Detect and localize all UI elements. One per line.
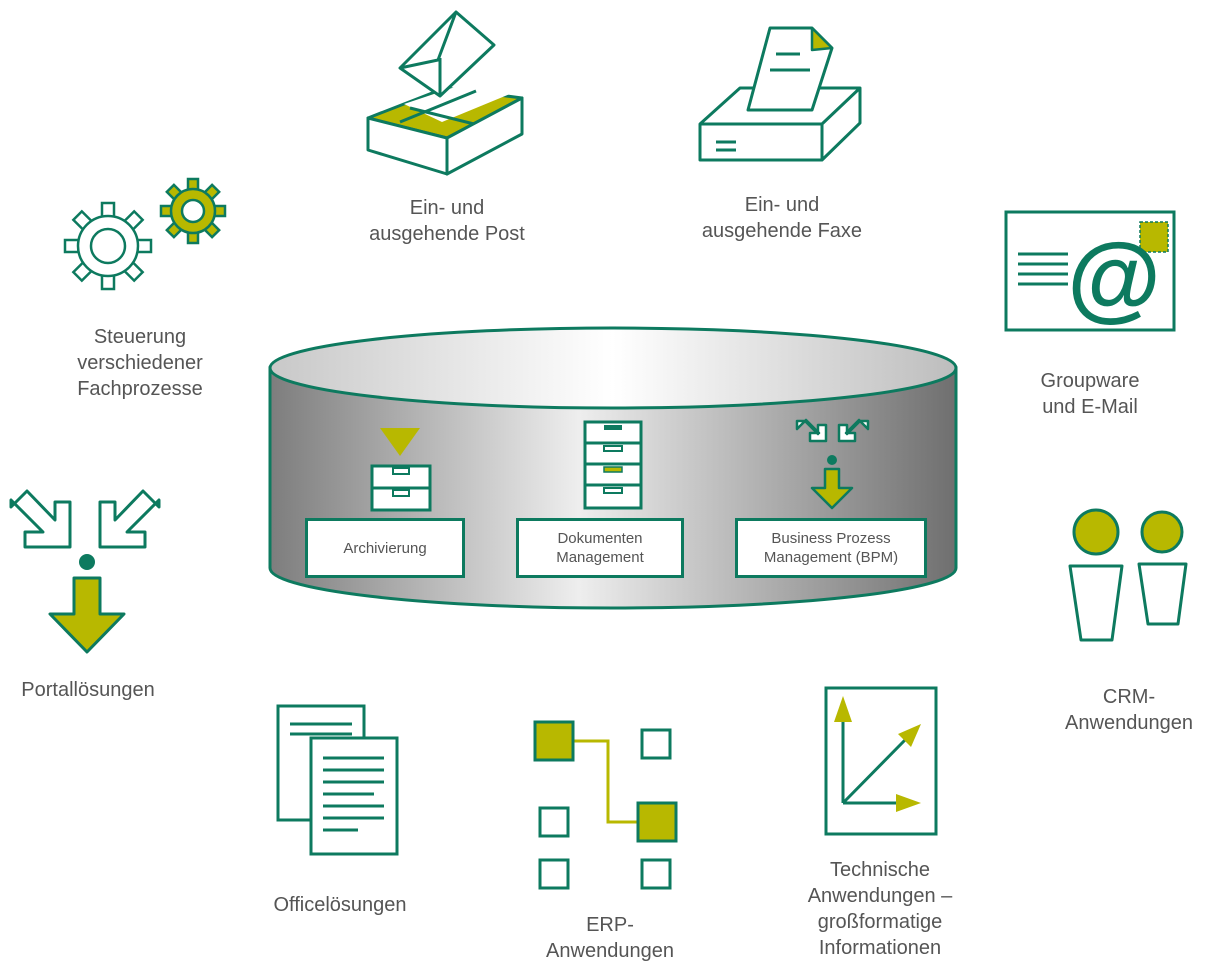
label-process-line2: verschiedener [77,352,203,374]
module-bpm-line2: Management (BPM) [763,549,899,566]
label-technical-line2: Anwendungen – [807,885,953,907]
envelope-inbox-icon [366,10,524,176]
label-erp-line2: Anwendungen [546,940,674,962]
label-technical-line1: Technische [829,859,931,881]
label-technical-line3: großformatige [817,911,943,933]
label-crm-line1: CRM- [1102,686,1156,708]
label-groupware-line2: und E-Mail [1042,396,1138,418]
documents-icon [276,704,399,856]
label-crm: CRM- Anwendungen [1040,684,1218,736]
label-process-control: Steuerung verschiedener Fachprozesse [50,324,230,402]
module-archiving-label: Archivierung [343,539,427,557]
module-dm-line2: Management [556,549,644,566]
label-office: Officelösungen [250,892,430,918]
label-process-line1: Steuerung [93,326,187,348]
label-groupware: Groupware und E-Mail [1000,368,1180,420]
people-icon [1068,508,1188,642]
label-fax: Ein- und ausgehende Faxe [682,192,882,244]
portal-arrows-icon [9,489,161,654]
module-dm-line1: Dokumenten [557,530,643,547]
chart-document-icon [824,686,938,836]
label-mail-line1: Ein- und [409,197,485,219]
email-at-icon: @ [1004,210,1176,332]
label-technical-line4: Informationen [818,937,942,959]
fax-machine-icon [698,26,862,162]
erp-network-icon [533,720,678,890]
label-fax-line2: ausgehende Faxe [701,220,863,242]
merge-arrows-icon [795,418,870,510]
module-bpm-line1: Business Prozess [771,530,891,547]
gears-icon [63,177,227,291]
label-erp: ERP- Anwendungen [520,912,700,964]
label-portal: Portallösungen [0,677,176,703]
archive-drawer-icon [370,428,432,512]
file-cabinet-icon [583,420,643,510]
label-technical: Technische Anwendungen – großformatige I… [780,857,980,961]
svg-text:@: @ [1067,224,1161,331]
label-process-line3: Fachprozesse [77,378,203,400]
module-archiving[interactable]: Archivierung [305,518,465,578]
label-portal-line1: Portallösungen [21,679,155,701]
label-erp-line1: ERP- [586,914,634,936]
label-mail: Ein- und ausgehende Post [352,195,542,247]
module-bpm[interactable]: Business Prozess Management (BPM) [735,518,927,578]
label-office-line1: Officelösungen [273,894,407,916]
label-mail-line2: ausgehende Post [369,223,525,245]
module-document-management[interactable]: Dokumenten Management [516,518,684,578]
label-crm-line2: Anwendungen [1065,712,1193,734]
label-fax-line1: Ein- und [744,194,820,216]
label-groupware-line1: Groupware [1040,370,1140,392]
